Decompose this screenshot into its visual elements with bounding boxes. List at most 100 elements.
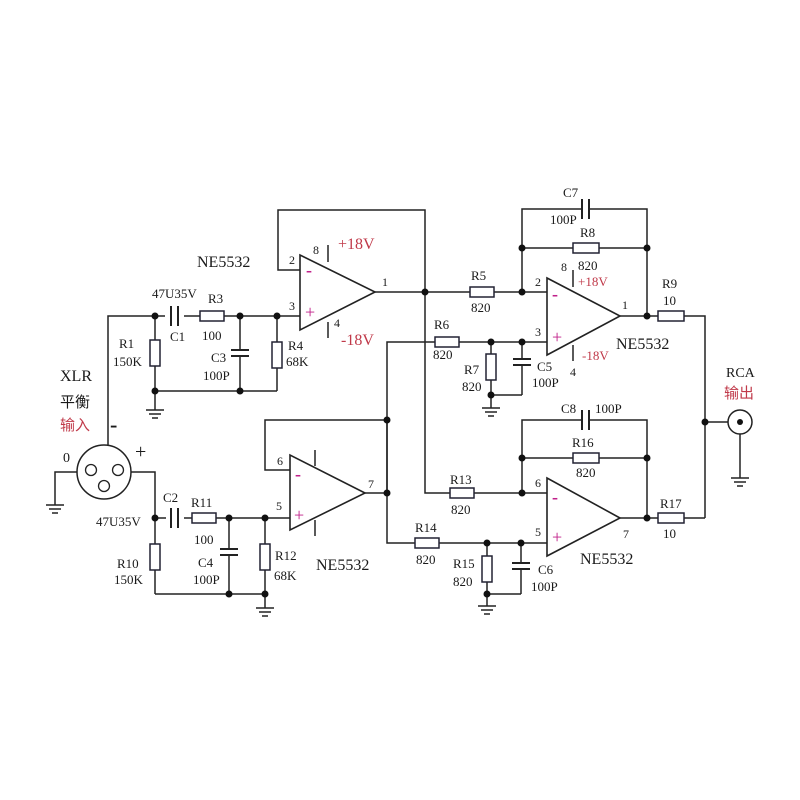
c7-value-label: 100P (550, 212, 577, 227)
c5-name-label: C5 (537, 359, 552, 374)
u2-triangle (289, 453, 367, 532)
r16-value-label: 820 (576, 465, 596, 480)
r14-name-label: R14 (415, 520, 437, 535)
u3-triangle (546, 276, 622, 357)
c3-symbol (231, 349, 249, 357)
r9-body (657, 310, 685, 322)
c6-name-label: C6 (538, 562, 554, 577)
r1-name-label: R1 (119, 336, 134, 351)
u3-vminus-label: -18V (582, 348, 609, 363)
ground-icon (731, 477, 749, 487)
r9-name-label: R9 (662, 276, 677, 291)
u1-minus-sign: - (306, 260, 312, 280)
junction-dot (518, 338, 526, 346)
labels: XLR 平衡 输入 0 - + RCA 输出 NE5532 2 3 1 8 4 … (60, 185, 756, 594)
r8-value-label: 820 (578, 258, 598, 273)
wire-u2-feedback (264, 419, 388, 493)
junction-dot (643, 312, 651, 320)
r6-value-label: 820 (433, 347, 453, 362)
r17-value-label: 10 (663, 526, 676, 541)
u2-name-label: NE5532 (316, 557, 369, 574)
u1-vminus-label: -18V (341, 332, 374, 349)
ground-icon (146, 409, 164, 419)
wire-u1-to-r13 (424, 292, 450, 494)
r11-body (191, 512, 217, 524)
r7-value-label: 820 (462, 379, 482, 394)
u1-pin-vn: 4 (334, 316, 340, 330)
wire-xlr-plus (130, 471, 166, 519)
r13-value-label: 820 (451, 502, 471, 517)
c4-name-label: C4 (198, 555, 214, 570)
c1-name-label: C1 (170, 329, 185, 344)
r15-name-label: R15 (453, 556, 475, 571)
r6-body (434, 336, 460, 348)
r15-body (481, 555, 493, 583)
r15-value-label: 820 (453, 574, 473, 589)
wire-u1-feedback (277, 209, 426, 292)
u1-pin-out: 1 (382, 275, 388, 289)
r16-name-label: R16 (572, 435, 594, 450)
junction-dot (643, 454, 651, 462)
u3-minus-sign: - (552, 284, 558, 304)
junction-dot (483, 539, 491, 547)
c3-name-label: C3 (211, 350, 226, 365)
c4-symbol (220, 548, 238, 556)
r7-name-label: R7 (464, 362, 480, 377)
c5-symbol (513, 358, 531, 366)
junction-dot (483, 590, 491, 598)
r3-value-label: 100 (202, 328, 222, 343)
xlr-pin-plus-label: + (135, 441, 146, 463)
junction-dot (518, 454, 526, 462)
wire-r9-out (684, 315, 706, 518)
xlr-pin-minus-label: - (110, 412, 117, 437)
junction-dot (518, 244, 526, 252)
u4-name-label: NE5532 (580, 551, 633, 568)
u4-minus-sign: - (552, 487, 558, 507)
u4-triangle (546, 476, 622, 558)
xlr-label-line3: 输入 (60, 417, 90, 434)
r10-body (149, 543, 161, 571)
rca-connector-icon (727, 409, 753, 435)
c5-value-label: 100P (532, 375, 559, 390)
junction-dot (151, 387, 159, 395)
c2-symbol (170, 508, 179, 528)
junction-dot (383, 489, 391, 497)
wire-xlr-gnd (54, 471, 77, 505)
junction-dot (151, 312, 159, 320)
junction-dot (701, 418, 709, 426)
c2-name-label: C2 (163, 490, 178, 505)
ground-icon (482, 407, 500, 417)
r14-value-label: 820 (416, 552, 436, 567)
capacitors (170, 199, 590, 570)
c1-symbol (170, 306, 179, 326)
r12-body (259, 543, 271, 571)
u3-vplus-label: +18V (578, 274, 608, 289)
c7-name-label: C7 (563, 185, 579, 200)
u1-plus-sign: + (305, 302, 315, 322)
r12-value-label: 68K (274, 568, 297, 583)
u3-pin-neg: 2 (535, 275, 541, 289)
r3-body (199, 310, 225, 322)
junction-dot (236, 387, 244, 395)
junction-dot (225, 514, 233, 522)
junction-dot (487, 391, 495, 399)
u3-plus-sign: + (552, 327, 562, 347)
c1-value-label: 47U35V (152, 286, 197, 301)
junction-dot (517, 539, 525, 547)
junction-dot (643, 244, 651, 252)
wire-u2-to-r14 (386, 493, 415, 544)
junction-dot (383, 416, 391, 424)
r5-value-label: 820 (471, 300, 491, 315)
u1-name-label: NE5532 (197, 254, 250, 271)
u4-pin-out: 7 (623, 527, 629, 541)
r1-body (149, 339, 161, 367)
junction-dot (261, 590, 269, 598)
r17-body (657, 512, 685, 524)
rca-label: RCA (726, 366, 756, 381)
junction-dot (421, 288, 429, 296)
c4-value-label: 100P (193, 572, 220, 587)
junction-dot (643, 514, 651, 522)
ground-icon (46, 504, 64, 514)
junction-dot (273, 312, 281, 320)
r6-name-label: R6 (434, 317, 450, 332)
